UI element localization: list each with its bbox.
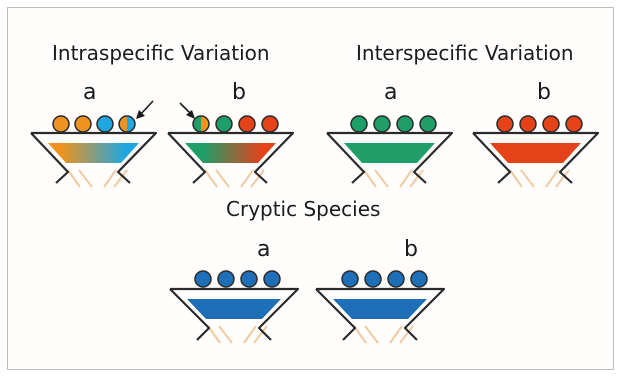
interspecific-label-b: b: [537, 80, 551, 105]
ball-orange: [52, 115, 70, 133]
cryptic-label-b: b: [404, 237, 418, 262]
ball-blue: [240, 270, 258, 288]
intraspecific-label-b: b: [232, 80, 246, 105]
ball-blue: [341, 270, 359, 288]
ball-red: [496, 115, 514, 133]
intraspecific-b-bar: [185, 143, 276, 163]
ball-red: [261, 115, 279, 133]
interspecific-a-funnel: [326, 131, 454, 188]
cryptic-title: Cryptic Species: [226, 197, 380, 221]
interspecific-b-group: [472, 115, 600, 188]
interspecific-a-bar: [344, 143, 435, 163]
ball-blue: [410, 270, 428, 288]
cryptic-a-bar: [187, 299, 281, 319]
ball-green: [396, 115, 414, 133]
ball-blue: [194, 270, 212, 288]
interspecific-label-a: a: [384, 80, 397, 105]
arrow-icon: [136, 100, 154, 119]
arrow-icon: [179, 102, 195, 119]
intraspecific-label-a: a: [83, 80, 96, 105]
ball-green: [350, 115, 368, 133]
ball-mixed: [118, 115, 136, 133]
figure-frame: [7, 7, 614, 370]
ball-green: [373, 115, 391, 133]
ball-red: [565, 115, 583, 133]
ball-orange: [74, 115, 92, 133]
ball-red: [519, 115, 537, 133]
cryptic-b-funnel: [315, 287, 446, 344]
ball-red: [542, 115, 560, 133]
ball-mixed: [192, 115, 210, 133]
interspecific-b-bar: [490, 143, 581, 163]
ball-blue: [364, 270, 382, 288]
ball-blue: [217, 270, 235, 288]
intraspecific-a-funnel: [30, 131, 158, 188]
cryptic-b-bar: [333, 299, 427, 319]
intraspecific-a-group: [30, 100, 158, 188]
ball-red: [238, 115, 256, 133]
ball-blue: [96, 115, 114, 133]
cryptic-label-a: a: [257, 237, 270, 262]
interspecific-b-funnel: [472, 131, 600, 188]
cryptic-a-funnel: [169, 287, 300, 344]
ball-blue: [263, 270, 281, 288]
cryptic-b-group: [315, 270, 446, 344]
cryptic-a-group: [169, 270, 300, 344]
ball-green: [215, 115, 233, 133]
ball-green: [419, 115, 437, 133]
intraspecific-b-group: [167, 102, 295, 188]
intraspecific-a-bar: [48, 143, 139, 163]
interspecific-title: Interspecific Variation: [356, 41, 574, 65]
intraspecific-b-funnel: [167, 131, 295, 188]
intraspecific-title: Intraspecific Variation: [52, 41, 270, 65]
ball-blue: [387, 270, 405, 288]
interspecific-a-group: [326, 115, 454, 188]
